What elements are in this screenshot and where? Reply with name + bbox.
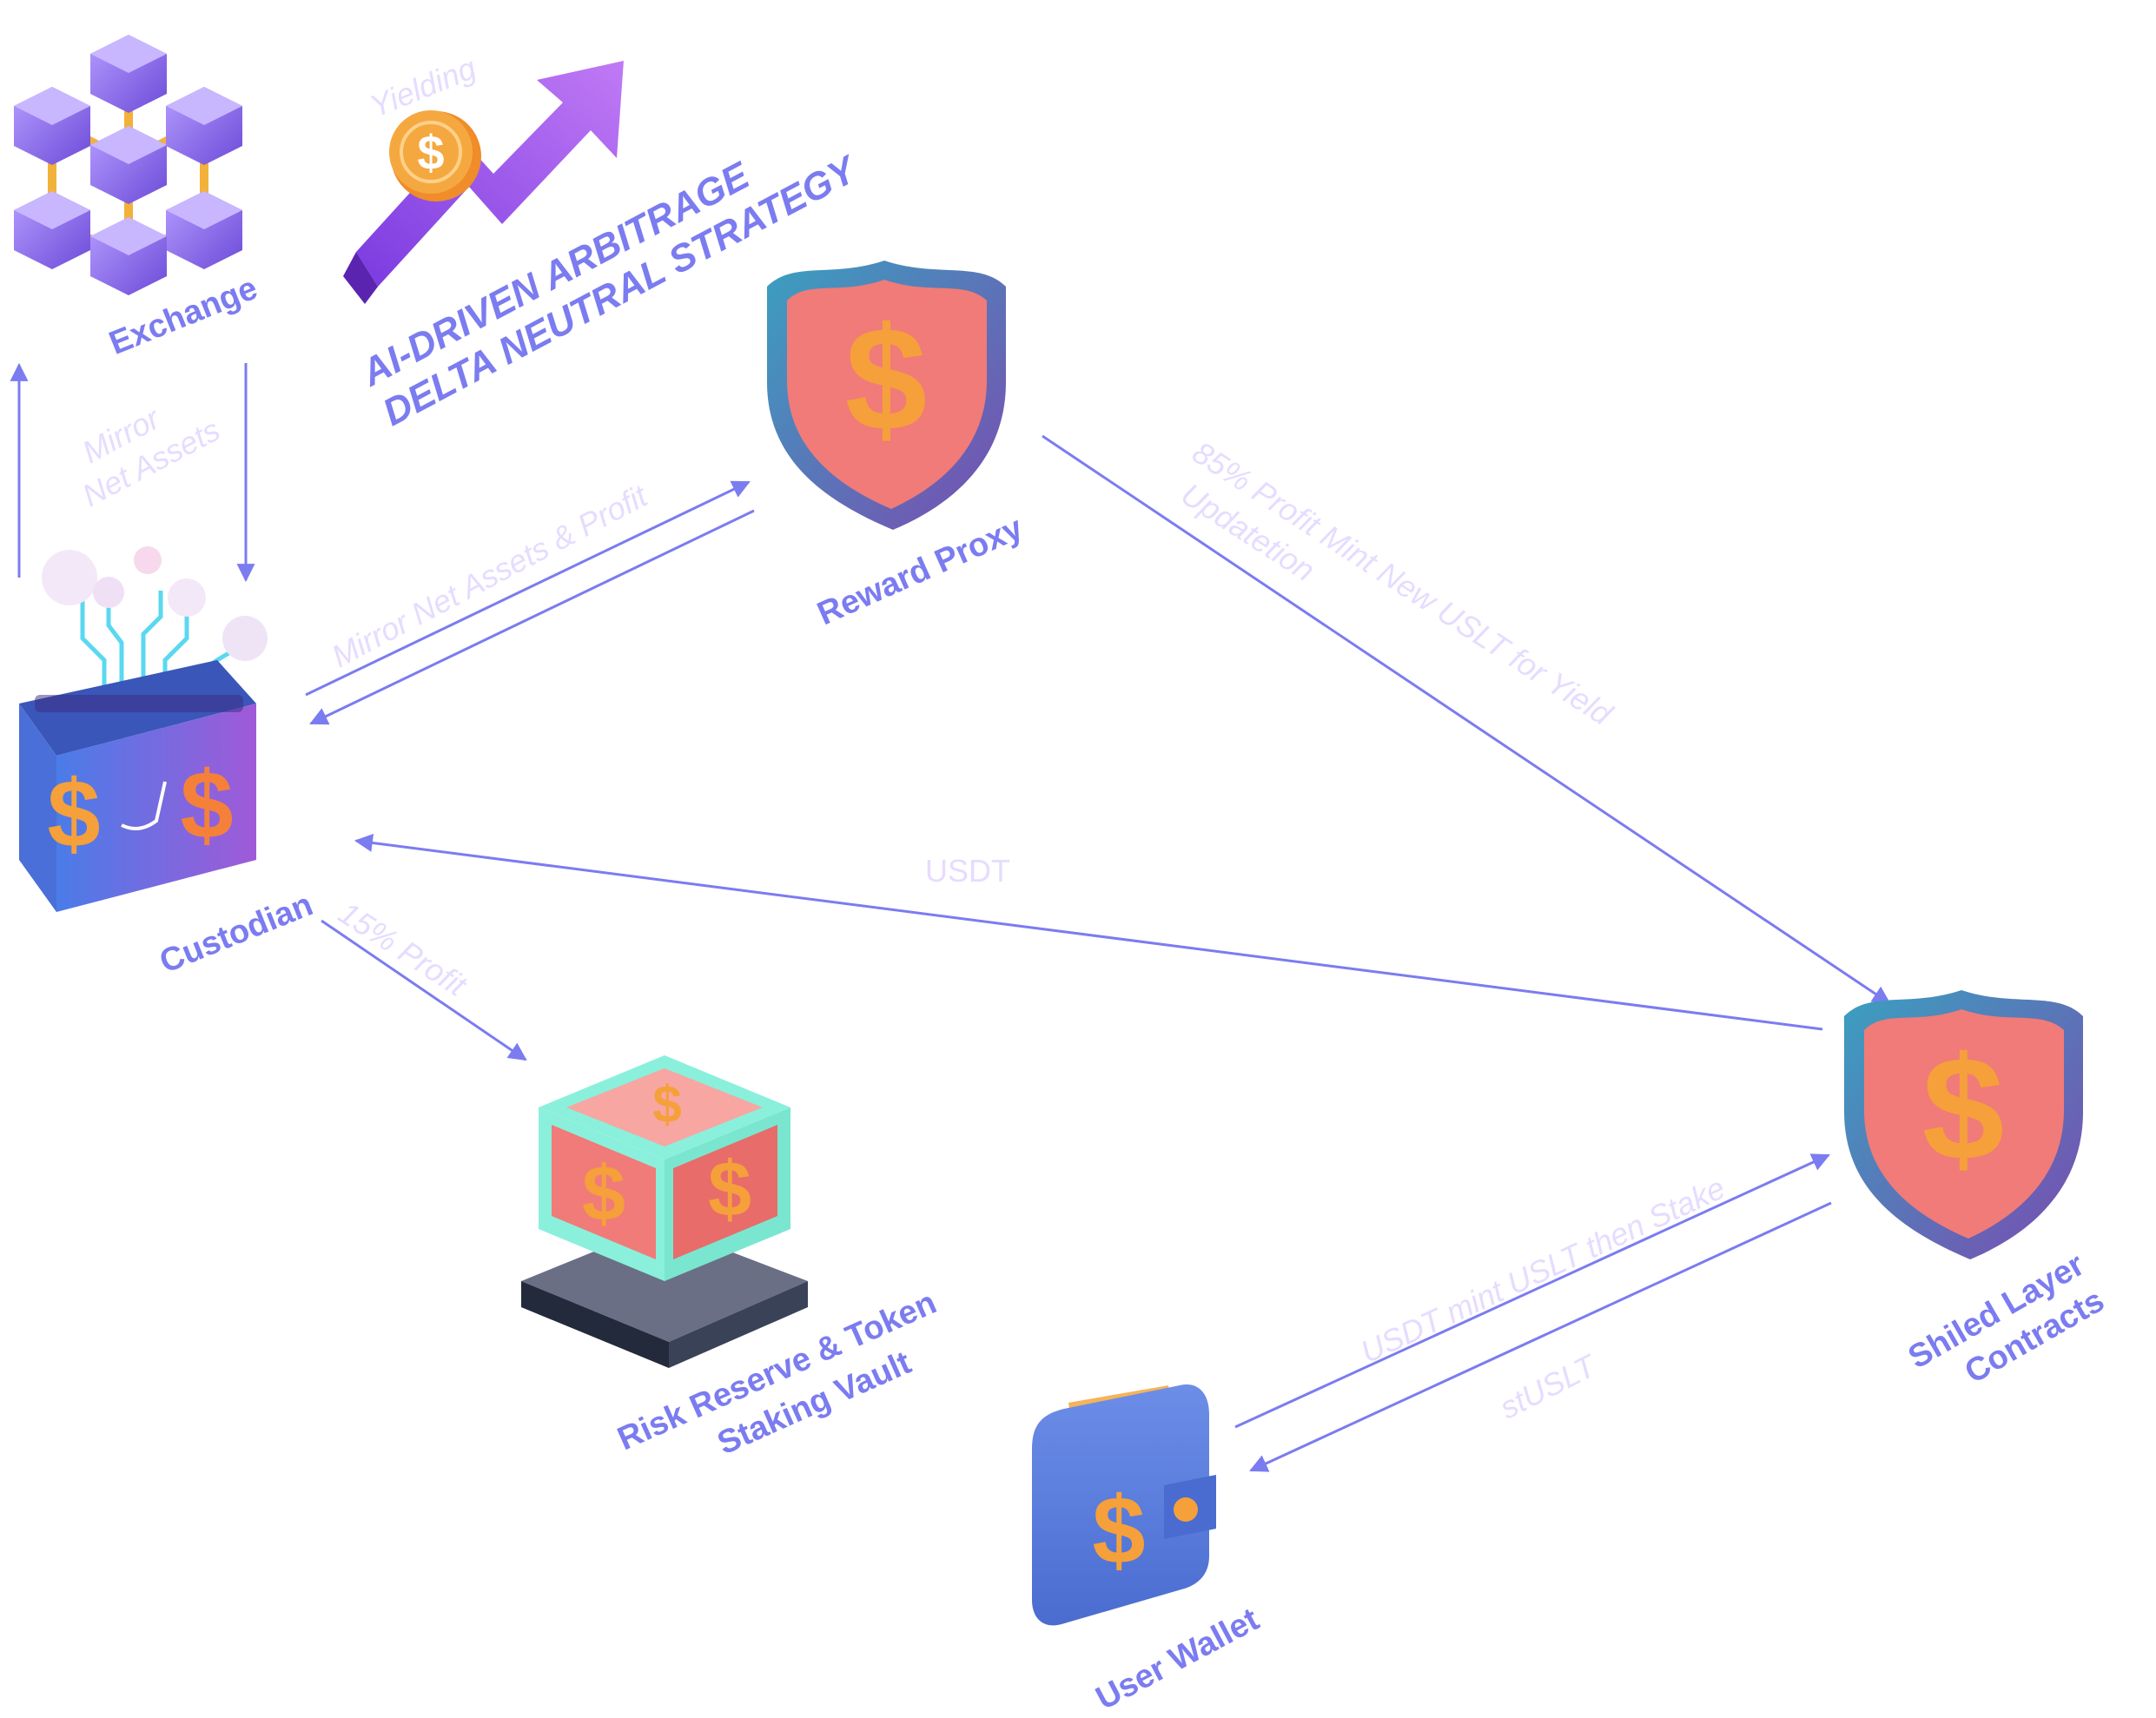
arrow-reward-proxy-to-shield [1042,434,1891,1005]
custodian-box-icon: $ $ [19,546,268,912]
svg-text:$: $ [180,752,233,859]
arrow-shield-to-wallet [1249,1201,1832,1472]
arrow-custodian-to-reward-proxy [305,480,751,697]
usdt-label: USDT [925,853,1010,889]
exchange-network-icon [14,35,242,295]
svg-text:$: $ [417,125,444,180]
coin-icon: $ [389,110,481,202]
flow-arrows [10,362,1891,1472]
arrow-reward-proxy-to-custodian [309,509,755,725]
arrow-custodian-to-vault [321,919,527,1061]
arrow-wallet-to-shield [1234,1153,1830,1429]
svg-text:$: $ [582,1151,625,1238]
rising-arrow-icon [343,61,624,304]
svg-text:$: $ [47,761,100,868]
wallet-icon: $ [1032,1384,1216,1626]
cube-nodes [14,35,242,295]
svg-text:$: $ [845,297,928,462]
vault-box-icon: $ $ $ [521,1055,808,1368]
shield-icon-reward-proxy: $ [767,261,1006,530]
svg-text:$: $ [1922,1027,2005,1192]
svg-text:$: $ [652,1075,681,1133]
svg-text:$: $ [1092,1477,1145,1584]
shield-icon-shield-layer: $ [1844,990,2083,1259]
svg-text:$: $ [708,1146,751,1233]
arrow-shield-to-custodian [354,833,1823,1031]
